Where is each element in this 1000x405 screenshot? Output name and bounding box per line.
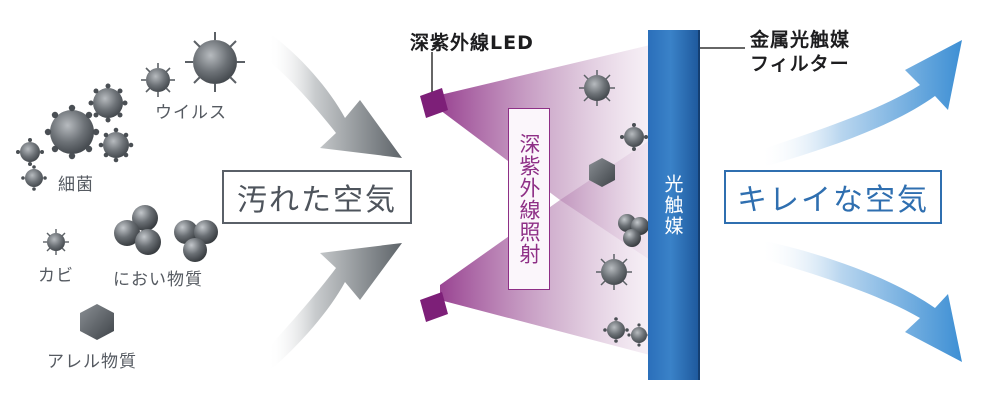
bacteria-icon-uv-bottom-left <box>603 317 629 343</box>
odor-label: におい物質 <box>113 270 203 290</box>
virus-icon-large <box>185 32 245 92</box>
odor-molecule-icon-uv <box>618 214 649 247</box>
uv-led-bottom <box>420 292 448 322</box>
mold-label: カビ <box>38 266 74 286</box>
uv-irradiation-label: 深紫外線照射 <box>508 108 550 290</box>
virus-icon-uv-top <box>579 70 615 106</box>
allergen-label: アレル物質 <box>47 352 137 372</box>
bacteria-icon-tiny <box>21 165 47 191</box>
bacteria-icon-right <box>98 127 134 163</box>
allergen-hexagon-uv <box>589 158 615 187</box>
allergen-hexagon-icon <box>80 304 114 340</box>
virus-label: ウイルス <box>155 103 227 123</box>
mold-icon <box>43 229 69 255</box>
odor-molecule-icon-right <box>174 220 218 262</box>
bacteria-icon-uv-top <box>620 123 648 151</box>
filter-callout-label: 金属光触媒 フィルター <box>750 29 851 75</box>
virus-icon-small <box>141 63 175 97</box>
clean-air-arrow-top <box>760 40 962 168</box>
uv-led-top <box>420 88 448 118</box>
odor-molecule-icon-left <box>114 205 161 255</box>
photocatalyst-filter <box>648 30 700 380</box>
bacteria-icon-large <box>44 104 100 160</box>
dirty-air-arrow-bottom <box>268 243 402 372</box>
uv-led-label: 深紫外線LED <box>410 32 534 54</box>
filter-bar-label: 光触媒 <box>661 173 684 237</box>
clean-air-arrow-bottom <box>760 240 962 362</box>
dirty-air-box: 汚れた空気 <box>222 170 412 224</box>
dirty-air-arrow-top <box>268 32 402 158</box>
bacteria-icon-medium <box>88 83 128 123</box>
clean-air-box: キレイな空気 <box>724 170 942 224</box>
virus-icon-uv-bottom <box>596 254 632 290</box>
bacteria-icon-left <box>16 138 44 166</box>
bacteria-label: 細菌 <box>58 175 94 195</box>
